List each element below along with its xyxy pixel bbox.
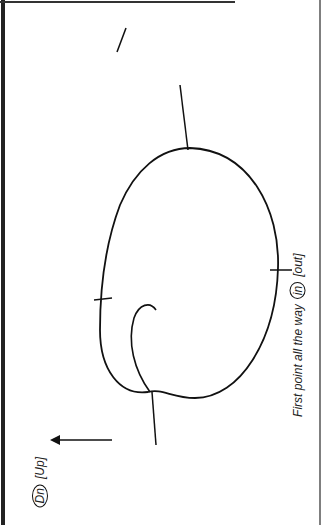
frame-line (319, 0, 321, 525)
point-tick (270, 269, 292, 271)
ear-outline (100, 148, 278, 398)
point-tick (152, 392, 156, 445)
arrow-head (50, 435, 60, 445)
note-line: Dn [Up] (32, 457, 48, 507)
direction-arrow (58, 439, 112, 441)
circled-choice: Dn (32, 484, 48, 507)
note-text: [Up] (33, 457, 47, 479)
point-tick (180, 85, 188, 150)
point-tick (94, 298, 112, 300)
stray-stroke (117, 28, 126, 52)
note-line: First point all the way in [out] (289, 253, 305, 416)
ear-fold (131, 305, 156, 392)
circled-choice: in (289, 282, 305, 299)
frame-line (0, 1, 235, 3)
note-text: [out] (290, 253, 304, 276)
frame-line (1, 0, 5, 525)
note-text: First point all the way (290, 304, 304, 417)
